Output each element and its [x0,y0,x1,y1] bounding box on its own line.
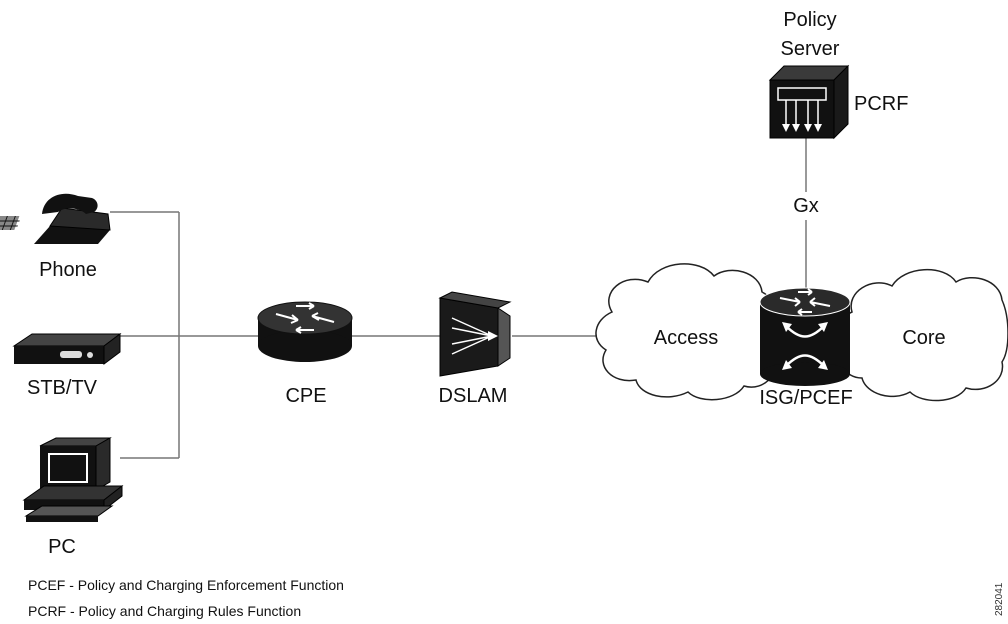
gx-label: Gx [793,195,819,217]
core-label: Core [902,327,945,349]
phone-label: Phone [39,259,97,281]
router-icon [257,301,353,362]
isg-router-switch-icon [759,287,851,386]
dslam-icon [438,291,512,377]
cpe-label: CPE [285,385,326,407]
isg-pcef-label: ISG/PCEF [759,387,852,409]
connections [110,138,807,459]
dslam-label: DSLAM [439,385,508,407]
pcrf-label: PCRF [854,93,908,115]
policy-server-icon [768,64,850,140]
telephone-icon [0,193,111,244]
desktop-computer-icon [22,437,124,522]
policy-server-title-line1: Policy [783,9,836,31]
set-top-box-icon [12,333,122,365]
access-label: Access [654,327,718,349]
pc-label: PC [48,536,76,558]
stb-tv-label: STB/TV [27,377,98,399]
legend-pcrf: PCRF - Policy and Charging Rules Functio… [28,603,301,619]
policy-server-title-line2: Server [781,38,840,60]
figure-id: 282041 [994,582,1005,616]
legend-pcef: PCEF - Policy and Charging Enforcement F… [28,577,344,593]
